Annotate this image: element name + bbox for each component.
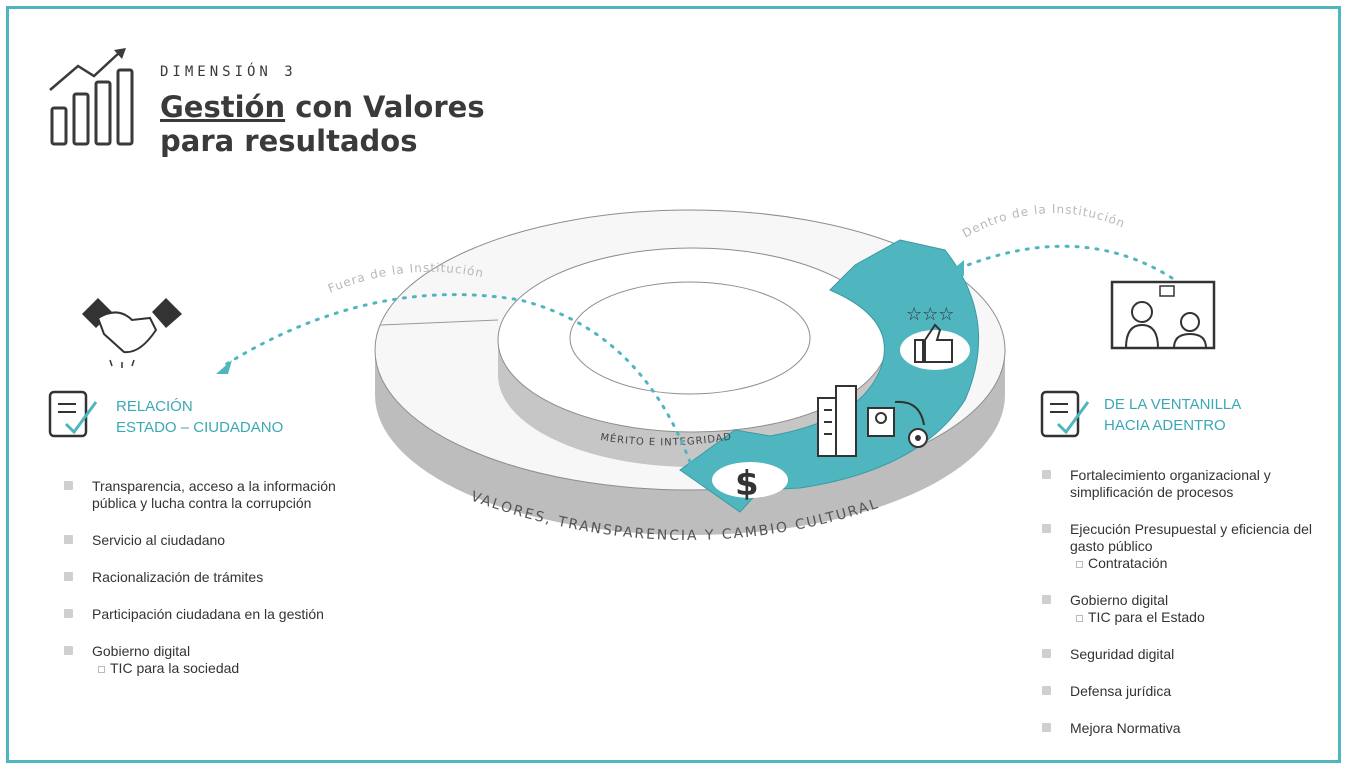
rating-stars-icon: ☆☆☆ (906, 304, 954, 325)
inside-arrow-head (950, 260, 964, 276)
list-item: Mejora Normativa (1042, 720, 1332, 737)
thumbs-up-icon (900, 323, 970, 370)
right-section-title: DE LA VENTANILLA HACIA ADENTRO (1104, 394, 1241, 436)
video-meeting-icon (1110, 280, 1216, 350)
list-subitem: TIC para el Estado (1070, 609, 1332, 626)
right-section-title-line1: DE LA VENTANILLA (1104, 396, 1242, 413)
left-section-title-line1: RELACIÓN (116, 398, 193, 415)
svg-text:☆☆☆: ☆☆☆ (906, 304, 954, 325)
list-item: Participación ciudadana en la gestión (64, 606, 384, 623)
title-rest: con Valores (285, 90, 485, 124)
dollar-icon: $ (712, 462, 788, 504)
list-item: Transparencia, acceso a la información p… (64, 478, 384, 512)
inside-institution-label: Dentro de la Institución (960, 202, 1128, 240)
right-items-list: Fortalecimiento organizacional y simplif… (1042, 467, 1332, 737)
bullet-icon (64, 572, 73, 581)
growth-chart-icon (49, 48, 134, 146)
list-item: Racionalización de trámites (64, 569, 384, 586)
bullet-icon (1042, 649, 1051, 658)
outside-arrow-head (216, 360, 232, 374)
svg-text:$: $ (735, 464, 759, 504)
bullet-icon (1042, 524, 1051, 533)
building-person-gear-icon (817, 385, 928, 457)
bullet-icon (64, 609, 73, 618)
list-item: Seguridad digital (1042, 646, 1332, 663)
list-subitem: Contratación (1070, 555, 1332, 572)
list-subitem: TIC para la sociedad (92, 660, 384, 677)
checklist-icon-right (1040, 390, 1090, 438)
bullet-icon (1042, 470, 1051, 479)
title-underlined-word: Gestión (160, 90, 286, 124)
list-item: Fortalecimiento organizacional y simplif… (1042, 467, 1332, 501)
dimension-kicker: DIMENSIÓN 3 (160, 64, 297, 80)
inside-dotted-arrow (958, 244, 1174, 280)
bullet-icon (64, 646, 73, 655)
list-item: Ejecución Presupuestal y eficiencia del … (1042, 521, 1332, 572)
page-title-line2: para resultados (160, 124, 418, 158)
list-item: Servicio al ciudadano (64, 532, 384, 549)
left-section-title-line2: ESTADO – CIUDADANO (116, 419, 284, 436)
bullet-icon (1042, 723, 1051, 732)
bullet-icon (1042, 686, 1051, 695)
bullet-icon (64, 535, 73, 544)
handshake-icon (82, 298, 182, 368)
left-items-list: Transparencia, acceso a la información p… (64, 478, 384, 677)
bullet-icon (1042, 595, 1051, 604)
left-section-title: RELACIÓN ESTADO – CIUDADANO (116, 396, 283, 438)
right-section-title-line2: HACIA ADENTRO (1104, 417, 1226, 434)
page-title: Gestión con Valores (160, 90, 485, 124)
list-item: Defensa jurídica (1042, 683, 1332, 700)
checklist-icon-left (48, 390, 98, 438)
bullet-icon (64, 481, 73, 490)
